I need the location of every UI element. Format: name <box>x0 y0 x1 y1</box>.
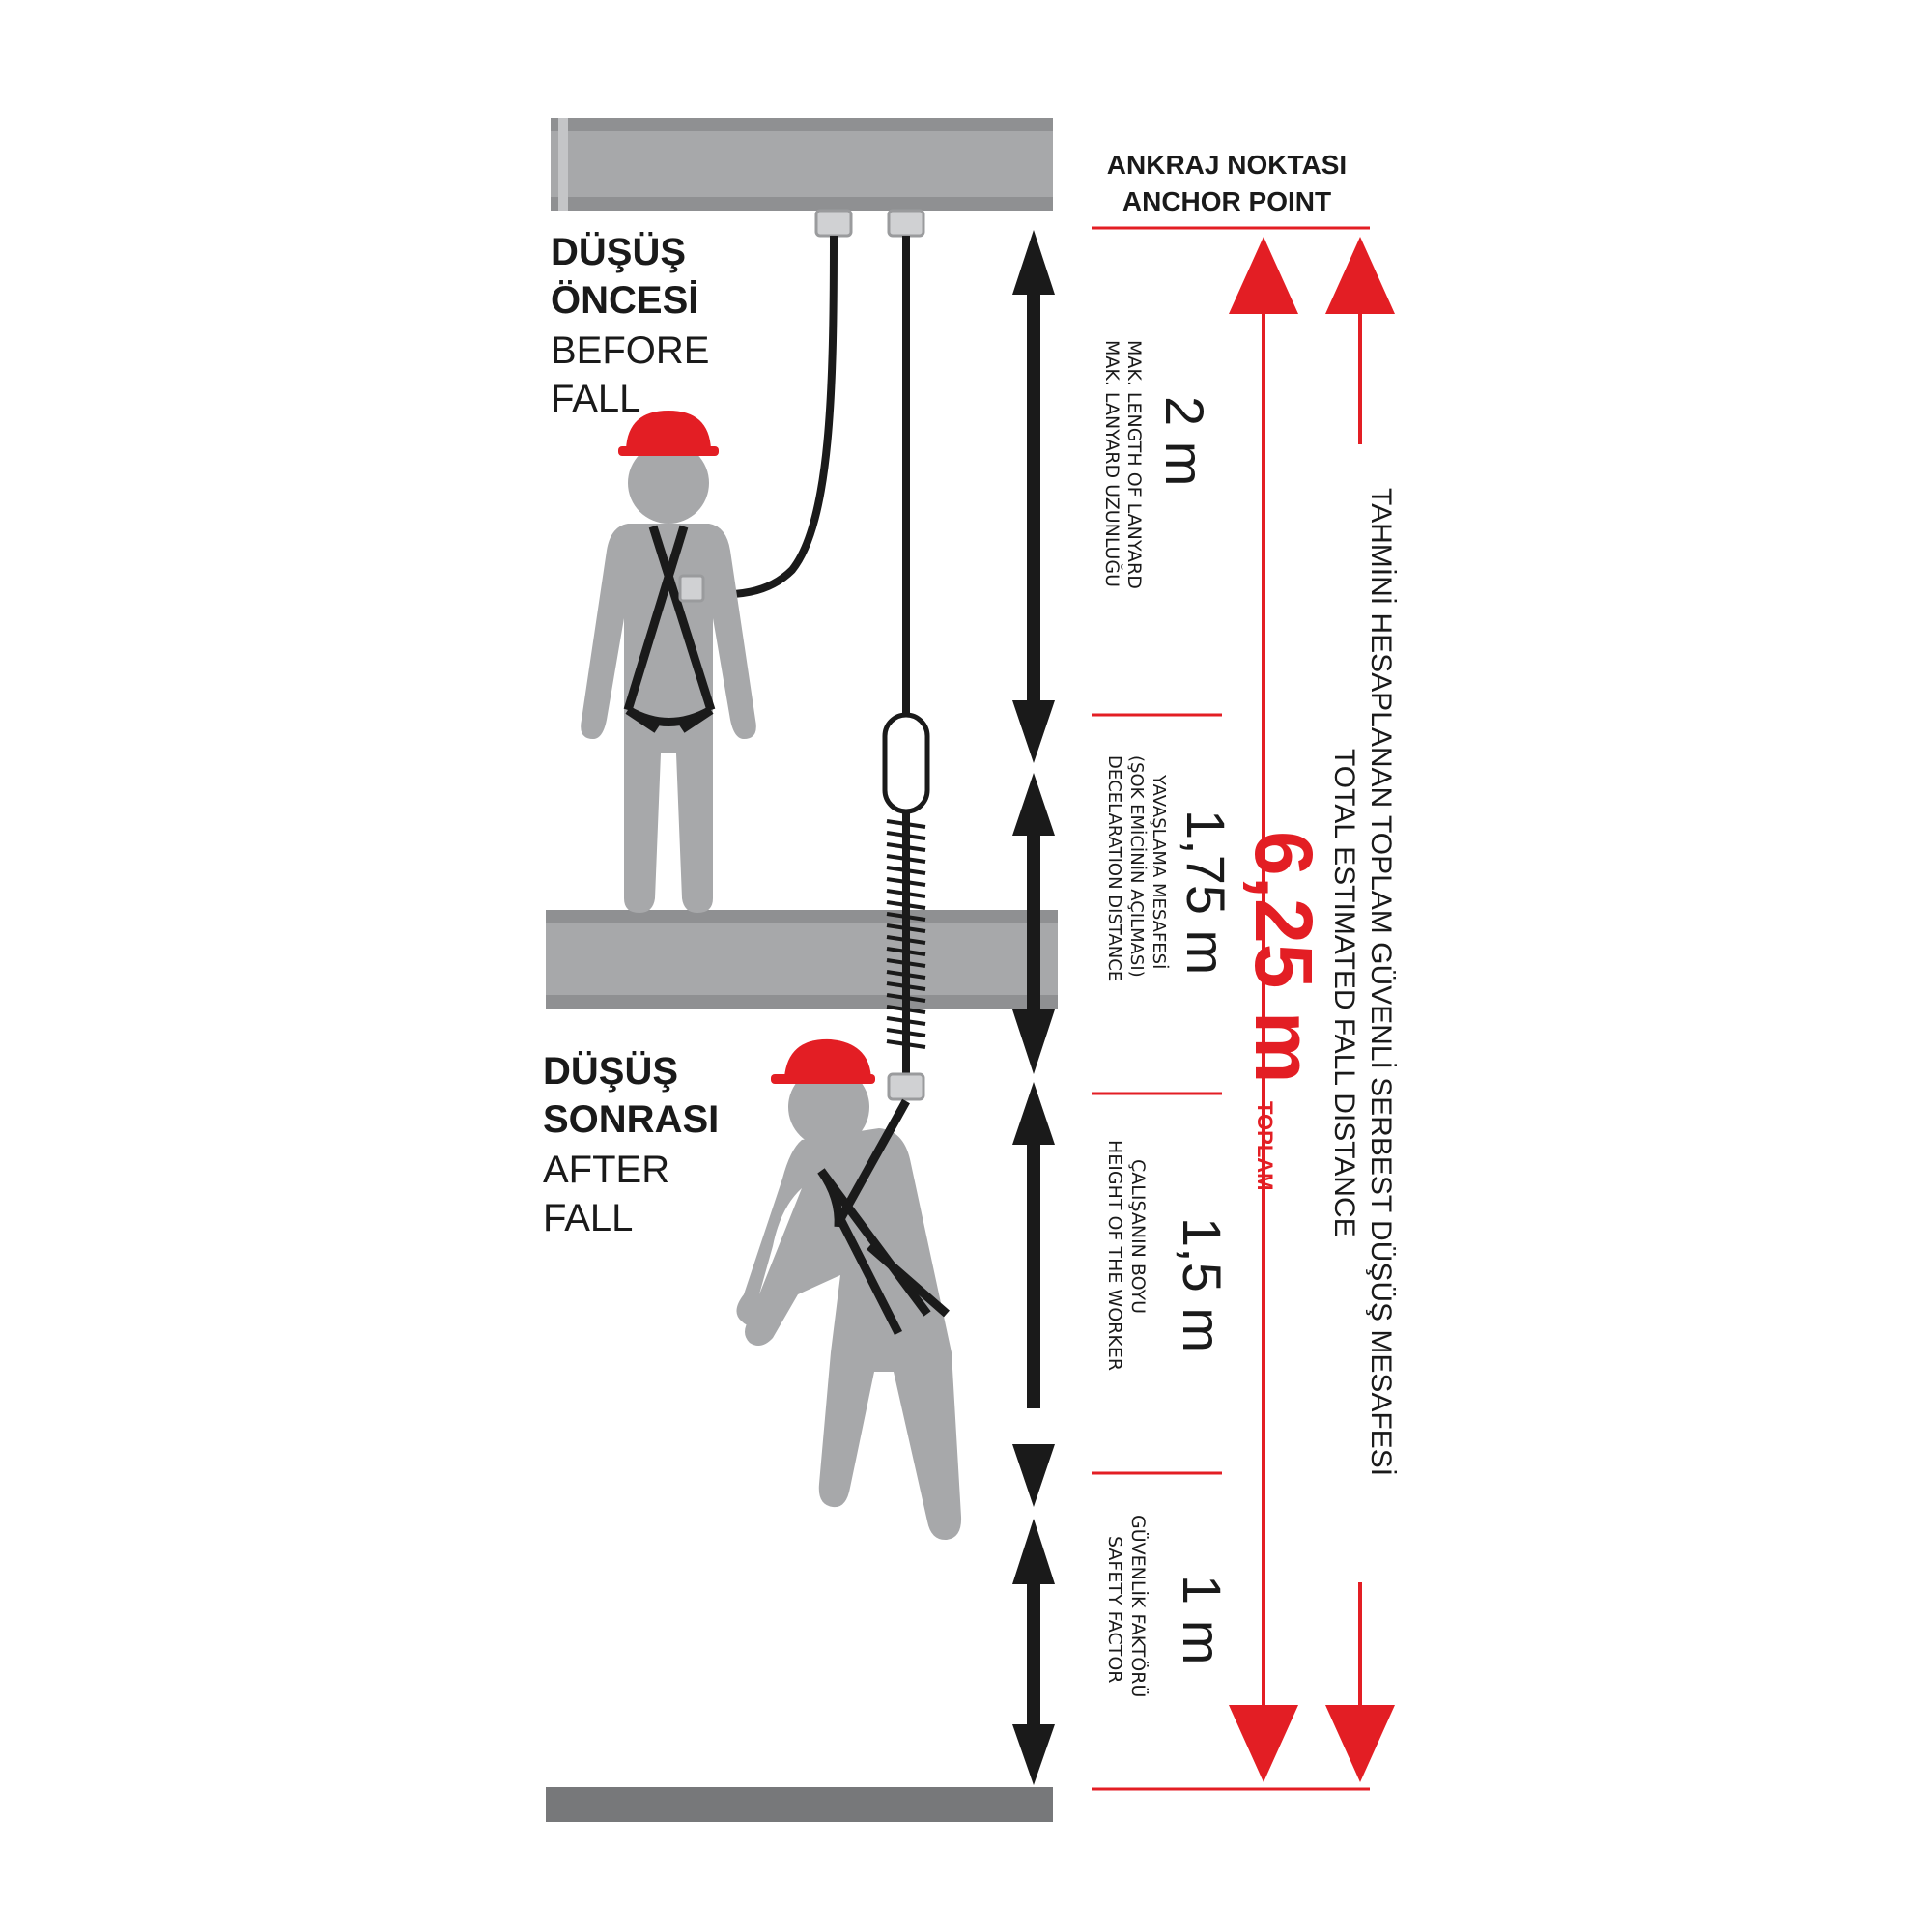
before-label-4: FALL <box>551 378 640 420</box>
lanyard-after <box>882 236 930 1101</box>
segment-1-desc-en: MAK. LENGTH OF LANYARD <box>1123 340 1145 589</box>
measure-arrows <box>1012 230 1055 1785</box>
before-label-2: ÖNCESİ <box>551 278 698 322</box>
segment-1-desc-tr: MAK. LANYARD UZUNLUĞU <box>1101 340 1124 587</box>
segment-3-desc-tr: ÇALIŞANIN BOYU <box>1127 1159 1149 1314</box>
segment-2-desc-tr2: (ŞOK EMİCİNİN AÇILMASI) <box>1126 755 1147 978</box>
worker-standing <box>581 411 756 913</box>
after-label-1: DÜŞÜŞ <box>543 1049 678 1093</box>
segment-2-desc-tr: YAVAŞLAMA MESAFESİ <box>1149 774 1169 969</box>
after-label-3: AFTER <box>543 1149 669 1191</box>
ground-bar <box>546 1787 1053 1822</box>
total-sub: TOPLAM <box>1253 1101 1277 1190</box>
segment-4-desc-en: SAFETY FACTOR <box>1104 1536 1125 1683</box>
segment-4-value: 1 m <box>1172 1575 1233 1664</box>
total-arrows <box>1229 237 1395 1782</box>
anchor-label-en: ANCHOR POINT <box>1122 186 1331 216</box>
anchor-connector-left <box>814 209 853 238</box>
segment-2-value: 1,75 m <box>1176 810 1236 975</box>
shock-absorber <box>886 819 926 1049</box>
anchor-connector-right <box>887 209 925 238</box>
after-label-2: SONRASI <box>543 1098 719 1141</box>
before-label-1: DÜŞÜŞ <box>551 230 686 273</box>
segment-1-value: 2 m <box>1154 396 1215 486</box>
segment-3-desc-en: HEIGHT OF THE WORKER <box>1104 1140 1125 1371</box>
total-title-en: TOTAL ESTIMATED FALL DISTANCE <box>1328 749 1360 1237</box>
lanyard-before <box>699 235 838 599</box>
segment-4-desc-tr: GÜVENLİK FAKTÖRÜ <box>1127 1515 1150 1697</box>
anchor-label-tr: ANKRAJ NOKTASI <box>1107 150 1347 180</box>
top-beam <box>551 118 1053 211</box>
reference-lines <box>1092 226 1370 1791</box>
worker-suspended <box>736 1038 962 1541</box>
segment-2-desc-en: DECELARATION DISTANCE <box>1104 755 1124 981</box>
middle-beam <box>546 910 1058 1009</box>
total-title-tr: TAHMİNİ HESAPLANAN TOPLAM GÜVENLİ SERBES… <box>1365 488 1397 1476</box>
total-value: 6,25 m <box>1238 831 1329 1084</box>
after-label-4: FALL <box>543 1197 633 1239</box>
before-label-3: BEFORE <box>551 329 709 372</box>
segment-3-value: 1,5 m <box>1172 1217 1233 1352</box>
